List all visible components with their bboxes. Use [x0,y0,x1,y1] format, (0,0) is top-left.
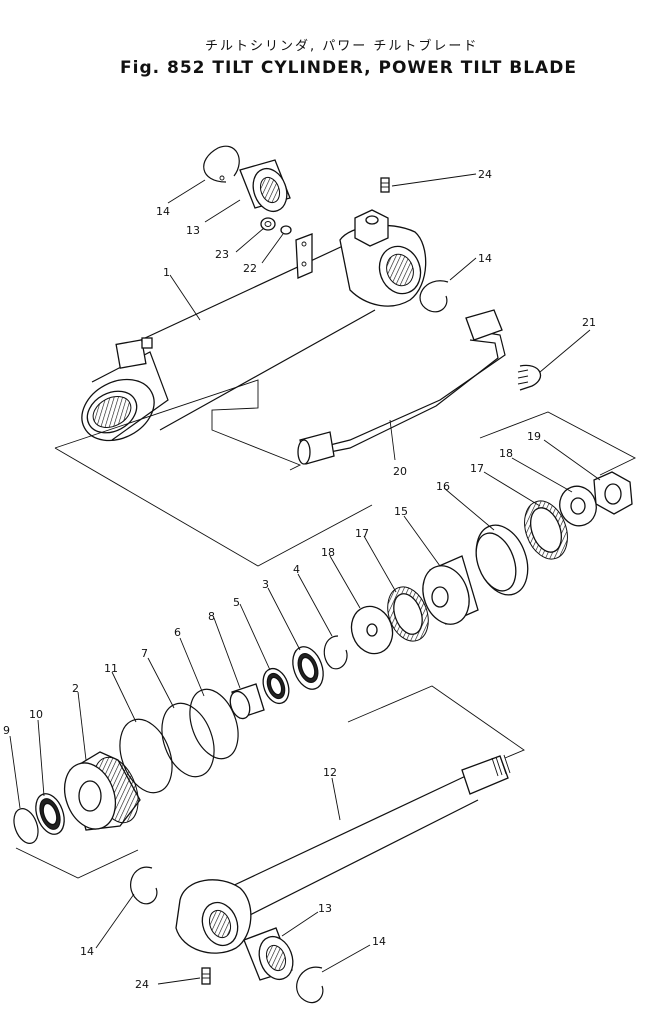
callout-14: 14 [372,935,386,948]
callout-17: 17 [355,527,369,540]
callout-22: 22 [243,262,257,275]
callout-18: 18 [321,546,335,559]
callout-12: 12 [323,766,337,779]
wear-ring-17-right [524,500,568,560]
piston-rod-12 [175,754,511,954]
o-ring-7 [161,702,215,778]
washer-18-left [350,605,394,655]
snap-ring-14-bottom-left [130,866,158,905]
nut-19 [593,471,633,515]
seal-16 [475,524,529,596]
callout-14: 14 [80,945,94,958]
callout-labels: 14 13 23 22 24 14 1 21 20 19 18 17 16 15… [3,168,596,991]
cylinder-tube [81,209,427,442]
grease-fitting-24-top [380,177,390,193]
hydraulic-hose [297,309,542,465]
callout-6: 6 [174,626,181,639]
cylinder-head-2 [63,751,141,831]
piston-15 [422,555,479,625]
packing-5 [262,667,290,705]
callout-13: 13 [186,224,200,237]
snap-ring-14-top [203,145,240,183]
callout-16: 16 [436,480,450,493]
callout-14: 14 [478,252,492,265]
washer-18-right [559,485,597,527]
callout-4: 4 [293,563,300,576]
callout-24: 24 [135,978,149,991]
snap-ring-14-right [419,280,449,313]
figure-title-jp: チルトシリンダ, パワー チルトブレード [205,38,478,54]
callout-3: 3 [262,578,269,591]
washer-22 [280,225,292,235]
grease-fitting-24-bottom [201,967,211,985]
snap-ring-9 [13,808,39,844]
callout-24: 24 [478,168,492,181]
callout-20: 20 [393,465,407,478]
callout-2: 2 [72,682,79,695]
leader-lines [9,173,601,985]
callout-21: 21 [582,316,596,329]
nut-23 [260,217,276,231]
figure-title: Fig. 852 TILT CYLINDER, POWER TILT BLADE [120,58,577,78]
snap-ring-14-bottom-right [296,966,324,1004]
wiper-10 [35,793,65,835]
callout-8: 8 [208,610,215,623]
callout-9: 9 [3,724,10,737]
callout-11: 11 [104,662,118,675]
callout-23: 23 [215,248,229,261]
snap-ring-4 [323,635,348,670]
callout-5: 5 [233,596,240,609]
callout-15: 15 [394,505,408,518]
packing-3 [292,646,324,690]
bushing-8 [229,683,265,720]
callout-1: 1 [163,266,170,279]
callout-10: 10 [29,708,43,721]
callout-18: 18 [499,447,513,460]
callout-19: 19 [527,430,541,443]
callout-17: 17 [470,462,484,475]
wear-ring-17-left [387,586,429,642]
callout-13: 13 [318,902,332,915]
bushing-13-top [239,159,291,213]
bushing-13-bottom [243,927,294,981]
callout-7: 7 [141,647,148,660]
callout-14: 14 [156,205,170,218]
